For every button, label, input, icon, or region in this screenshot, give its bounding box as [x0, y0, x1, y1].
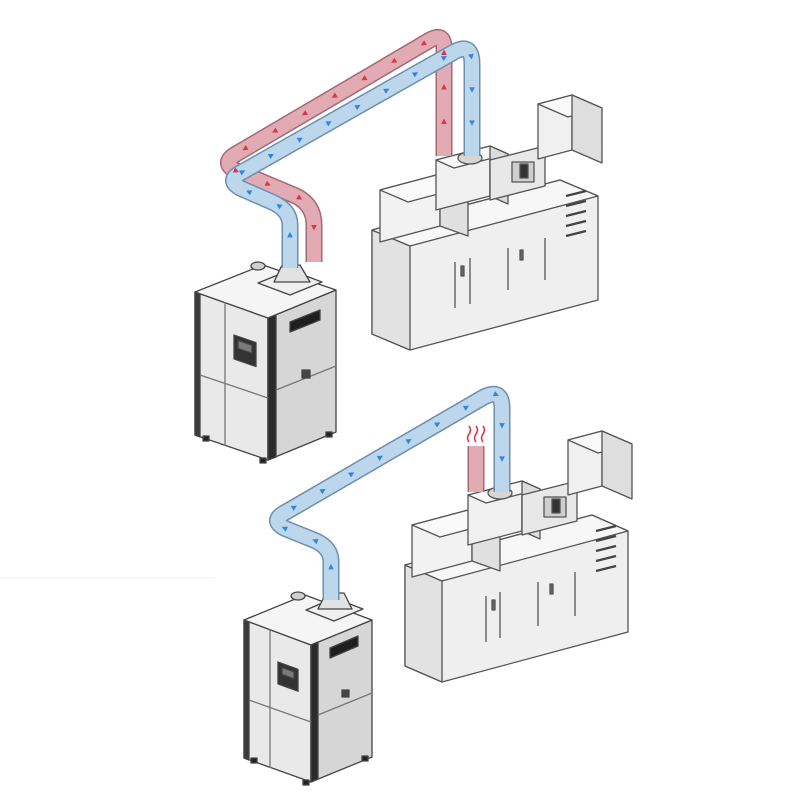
- dryer-unit-top: [194, 261, 337, 464]
- molding-machine-top: [371, 94, 603, 351]
- flow-arrow-icon: [499, 456, 505, 462]
- machine-door-handle: [519, 249, 524, 261]
- dryer-edge-strip: [267, 314, 277, 461]
- machine-vent-grille: [595, 524, 617, 573]
- flow-arrows-bottom: [281, 391, 505, 570]
- machine-base-left: [371, 229, 411, 351]
- dryer-controller-screen: [237, 339, 253, 354]
- machine-base-left: [404, 564, 443, 683]
- flow-arrow-icon: [354, 104, 361, 111]
- flow-arrow-icon: [311, 225, 317, 231]
- flow-arrow-icon: [361, 75, 368, 81]
- dryer-cap: [250, 261, 266, 271]
- dryer-unit-bottom: [243, 591, 373, 786]
- flow-arrow-icon: [232, 167, 240, 173]
- flow-arrow-icon: [468, 53, 474, 60]
- flow-arrow-icon: [287, 231, 293, 238]
- flow-arrow-icon: [328, 563, 334, 570]
- flow-arrow-icon: [383, 88, 390, 94]
- flow-arrow-icon: [290, 505, 297, 511]
- tall-cabinet-side: [571, 94, 603, 164]
- flow-arrow-icon: [441, 49, 447, 56]
- flow-arrow-icon: [499, 423, 505, 429]
- closed-loop-panel: [194, 28, 603, 464]
- heat-wave-icon: [466, 425, 486, 443]
- supply-air-duct-fill: [226, 42, 479, 268]
- flow-arrow-icon: [296, 137, 303, 143]
- dryer-label-slot: [289, 309, 321, 333]
- machine-vent-grille: [565, 189, 587, 238]
- flow-arrow-icon: [276, 204, 283, 210]
- molding-machine-bottom: [404, 430, 633, 683]
- flow-arrow-icon: [264, 180, 271, 186]
- flow-arrow-icon: [420, 40, 427, 46]
- flow-arrow-icon: [441, 84, 447, 90]
- flow-arrow-icon: [319, 488, 326, 495]
- flow-arrow-icon: [376, 455, 383, 461]
- flow-arrow-icon: [301, 110, 309, 116]
- flow-arrow-icon: [412, 72, 419, 78]
- flow-arrow-icon: [272, 127, 279, 133]
- flow-arrow-icon: [281, 526, 288, 532]
- flow-arrow-icon: [405, 439, 412, 445]
- flow-arrow-icon: [440, 55, 448, 62]
- flow-arrows-top: [232, 40, 475, 238]
- flow-arrow-icon: [391, 57, 398, 63]
- dryer-edge-strip: [194, 291, 201, 438]
- flow-arrow-icon: [469, 87, 475, 93]
- dryer-side-latch: [301, 369, 311, 379]
- flow-arrow-icon: [469, 120, 475, 126]
- flow-arrow-icon: [242, 145, 249, 151]
- flow-arrow-icon: [492, 391, 500, 397]
- flow-arrow-icon: [312, 539, 319, 545]
- flow-arrow-icon: [441, 118, 447, 125]
- flow-arrow-icon: [331, 92, 338, 98]
- machine-door-handle: [460, 265, 465, 277]
- dryer-front: [194, 291, 269, 461]
- open-loop-panel: [243, 385, 633, 786]
- flow-arrow-icon: [462, 405, 469, 411]
- flow-arrow-icon: [296, 194, 303, 200]
- control-screen: [519, 163, 529, 179]
- return-air-duct-fill: [221, 30, 451, 262]
- flow-arrow-icon: [348, 472, 355, 478]
- flow-arrow-icon: [267, 153, 274, 160]
- flow-arrow-icon: [325, 121, 332, 127]
- flow-arrow-icon: [238, 170, 246, 176]
- flow-arrow-icon: [246, 190, 253, 196]
- flow-arrow-icon: [434, 422, 441, 428]
